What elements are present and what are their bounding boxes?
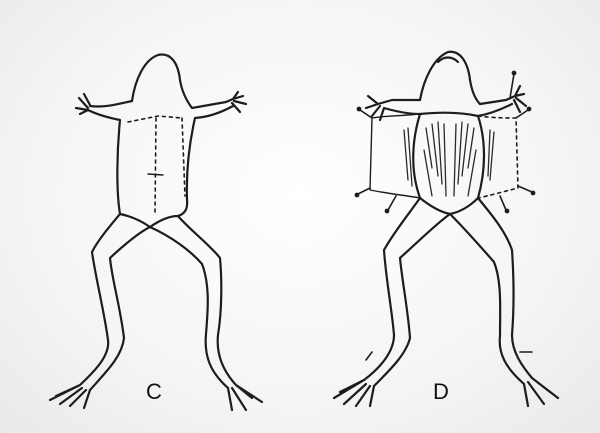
frog-d-figure bbox=[334, 52, 558, 406]
frog-d-right-leg bbox=[450, 198, 558, 406]
frog-c-shoulder-incision bbox=[128, 116, 182, 122]
frog-c-side-incision-right bbox=[182, 118, 185, 196]
panel-label-c: C bbox=[146, 381, 162, 403]
frog-c-figure bbox=[50, 54, 262, 410]
frog-c-left-leg bbox=[50, 214, 150, 408]
frog-c-cross-mark bbox=[148, 174, 163, 175]
frog-d-snout-fill bbox=[438, 58, 458, 63]
frog-d-right-arm bbox=[478, 86, 526, 116]
frog-c-body-outline bbox=[76, 54, 246, 227]
frog-d-left-leg bbox=[334, 198, 450, 406]
frog-c-midline-incision bbox=[155, 118, 156, 215]
frog-c-right-leg bbox=[150, 216, 262, 410]
panel-label-d: D bbox=[433, 381, 449, 403]
frog-d-head-outline bbox=[420, 52, 480, 104]
